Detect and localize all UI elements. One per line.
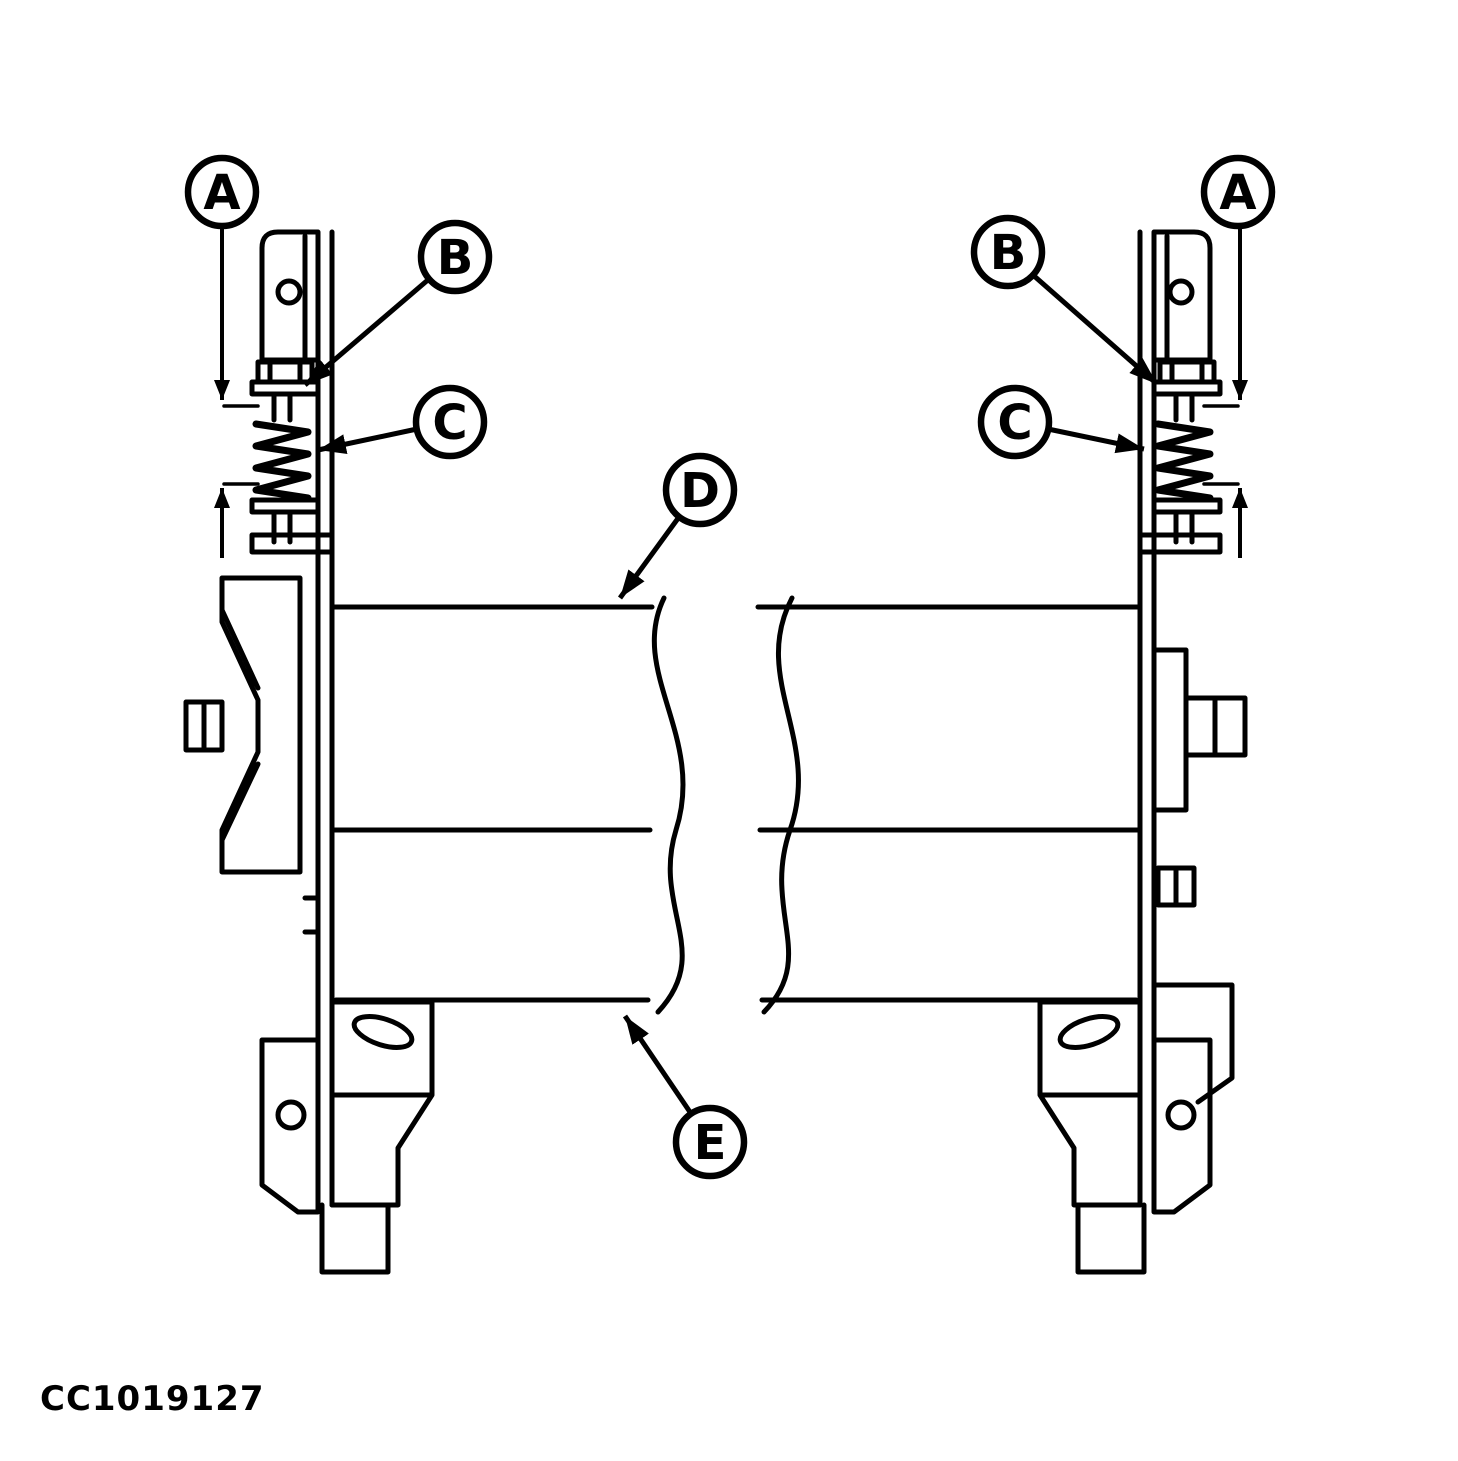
belt-pulley xyxy=(183,575,303,875)
callout-d: D xyxy=(662,452,738,528)
callout-circle xyxy=(1200,154,1276,230)
left-tension-spring xyxy=(252,420,312,502)
callout-circle xyxy=(184,154,260,230)
right-mount-hole xyxy=(1165,1099,1197,1131)
leader-c-right xyxy=(1047,426,1145,454)
callout-letter: E xyxy=(694,1115,727,1171)
break-line-right xyxy=(761,595,801,1015)
callout-circle xyxy=(977,384,1053,460)
left-mount-hole xyxy=(275,1099,307,1131)
right-lower-bracket xyxy=(1037,982,1235,1275)
callout-b-right: B xyxy=(970,214,1046,290)
callout-circle xyxy=(672,1104,748,1180)
dimension-a-right xyxy=(1202,226,1248,558)
leader-e xyxy=(622,1014,695,1117)
right-mount-bracket xyxy=(1037,229,1248,1275)
callout-letter: C xyxy=(432,395,467,451)
leader-c-left xyxy=(317,426,418,454)
callout-circle xyxy=(412,384,488,460)
dimension-a-left xyxy=(214,226,260,558)
callout-letter: B xyxy=(990,225,1027,281)
dimension-tick xyxy=(222,404,260,486)
roller-drum xyxy=(329,595,1143,1015)
callout-c-right: C xyxy=(977,384,1053,460)
callout-a-left: A xyxy=(184,154,260,230)
callout-circle xyxy=(970,214,1046,290)
left-mount-slot xyxy=(351,1014,415,1050)
figure-code: CC1019127 xyxy=(40,1379,265,1419)
leader-b-left xyxy=(303,277,431,387)
left-lower-bracket xyxy=(259,999,435,1275)
callout-letter: A xyxy=(1219,165,1256,221)
callout-letter: C xyxy=(997,395,1032,451)
left-arm-hole xyxy=(275,278,303,306)
callout-a-right: A xyxy=(1200,154,1276,230)
right-mount-slot xyxy=(1057,1014,1121,1050)
callout-e: E xyxy=(672,1104,748,1180)
callout-b-left: B xyxy=(417,219,493,295)
callout-c-left: C xyxy=(412,384,488,460)
roller-drum-outline xyxy=(329,604,1143,1003)
break-line-left xyxy=(651,595,686,1015)
dimension-tick xyxy=(1202,404,1240,486)
leader-b-right xyxy=(1031,273,1159,386)
callout-letter: D xyxy=(680,463,720,519)
callout-letter: A xyxy=(203,165,240,221)
leader-arrows xyxy=(303,273,1159,1117)
right-arm-hole xyxy=(1167,278,1195,306)
callout-letter: B xyxy=(437,230,474,286)
leader-d xyxy=(617,515,682,600)
callout-circle xyxy=(417,219,493,295)
right-tension-spring xyxy=(1154,420,1214,502)
callout-circle xyxy=(662,452,738,528)
